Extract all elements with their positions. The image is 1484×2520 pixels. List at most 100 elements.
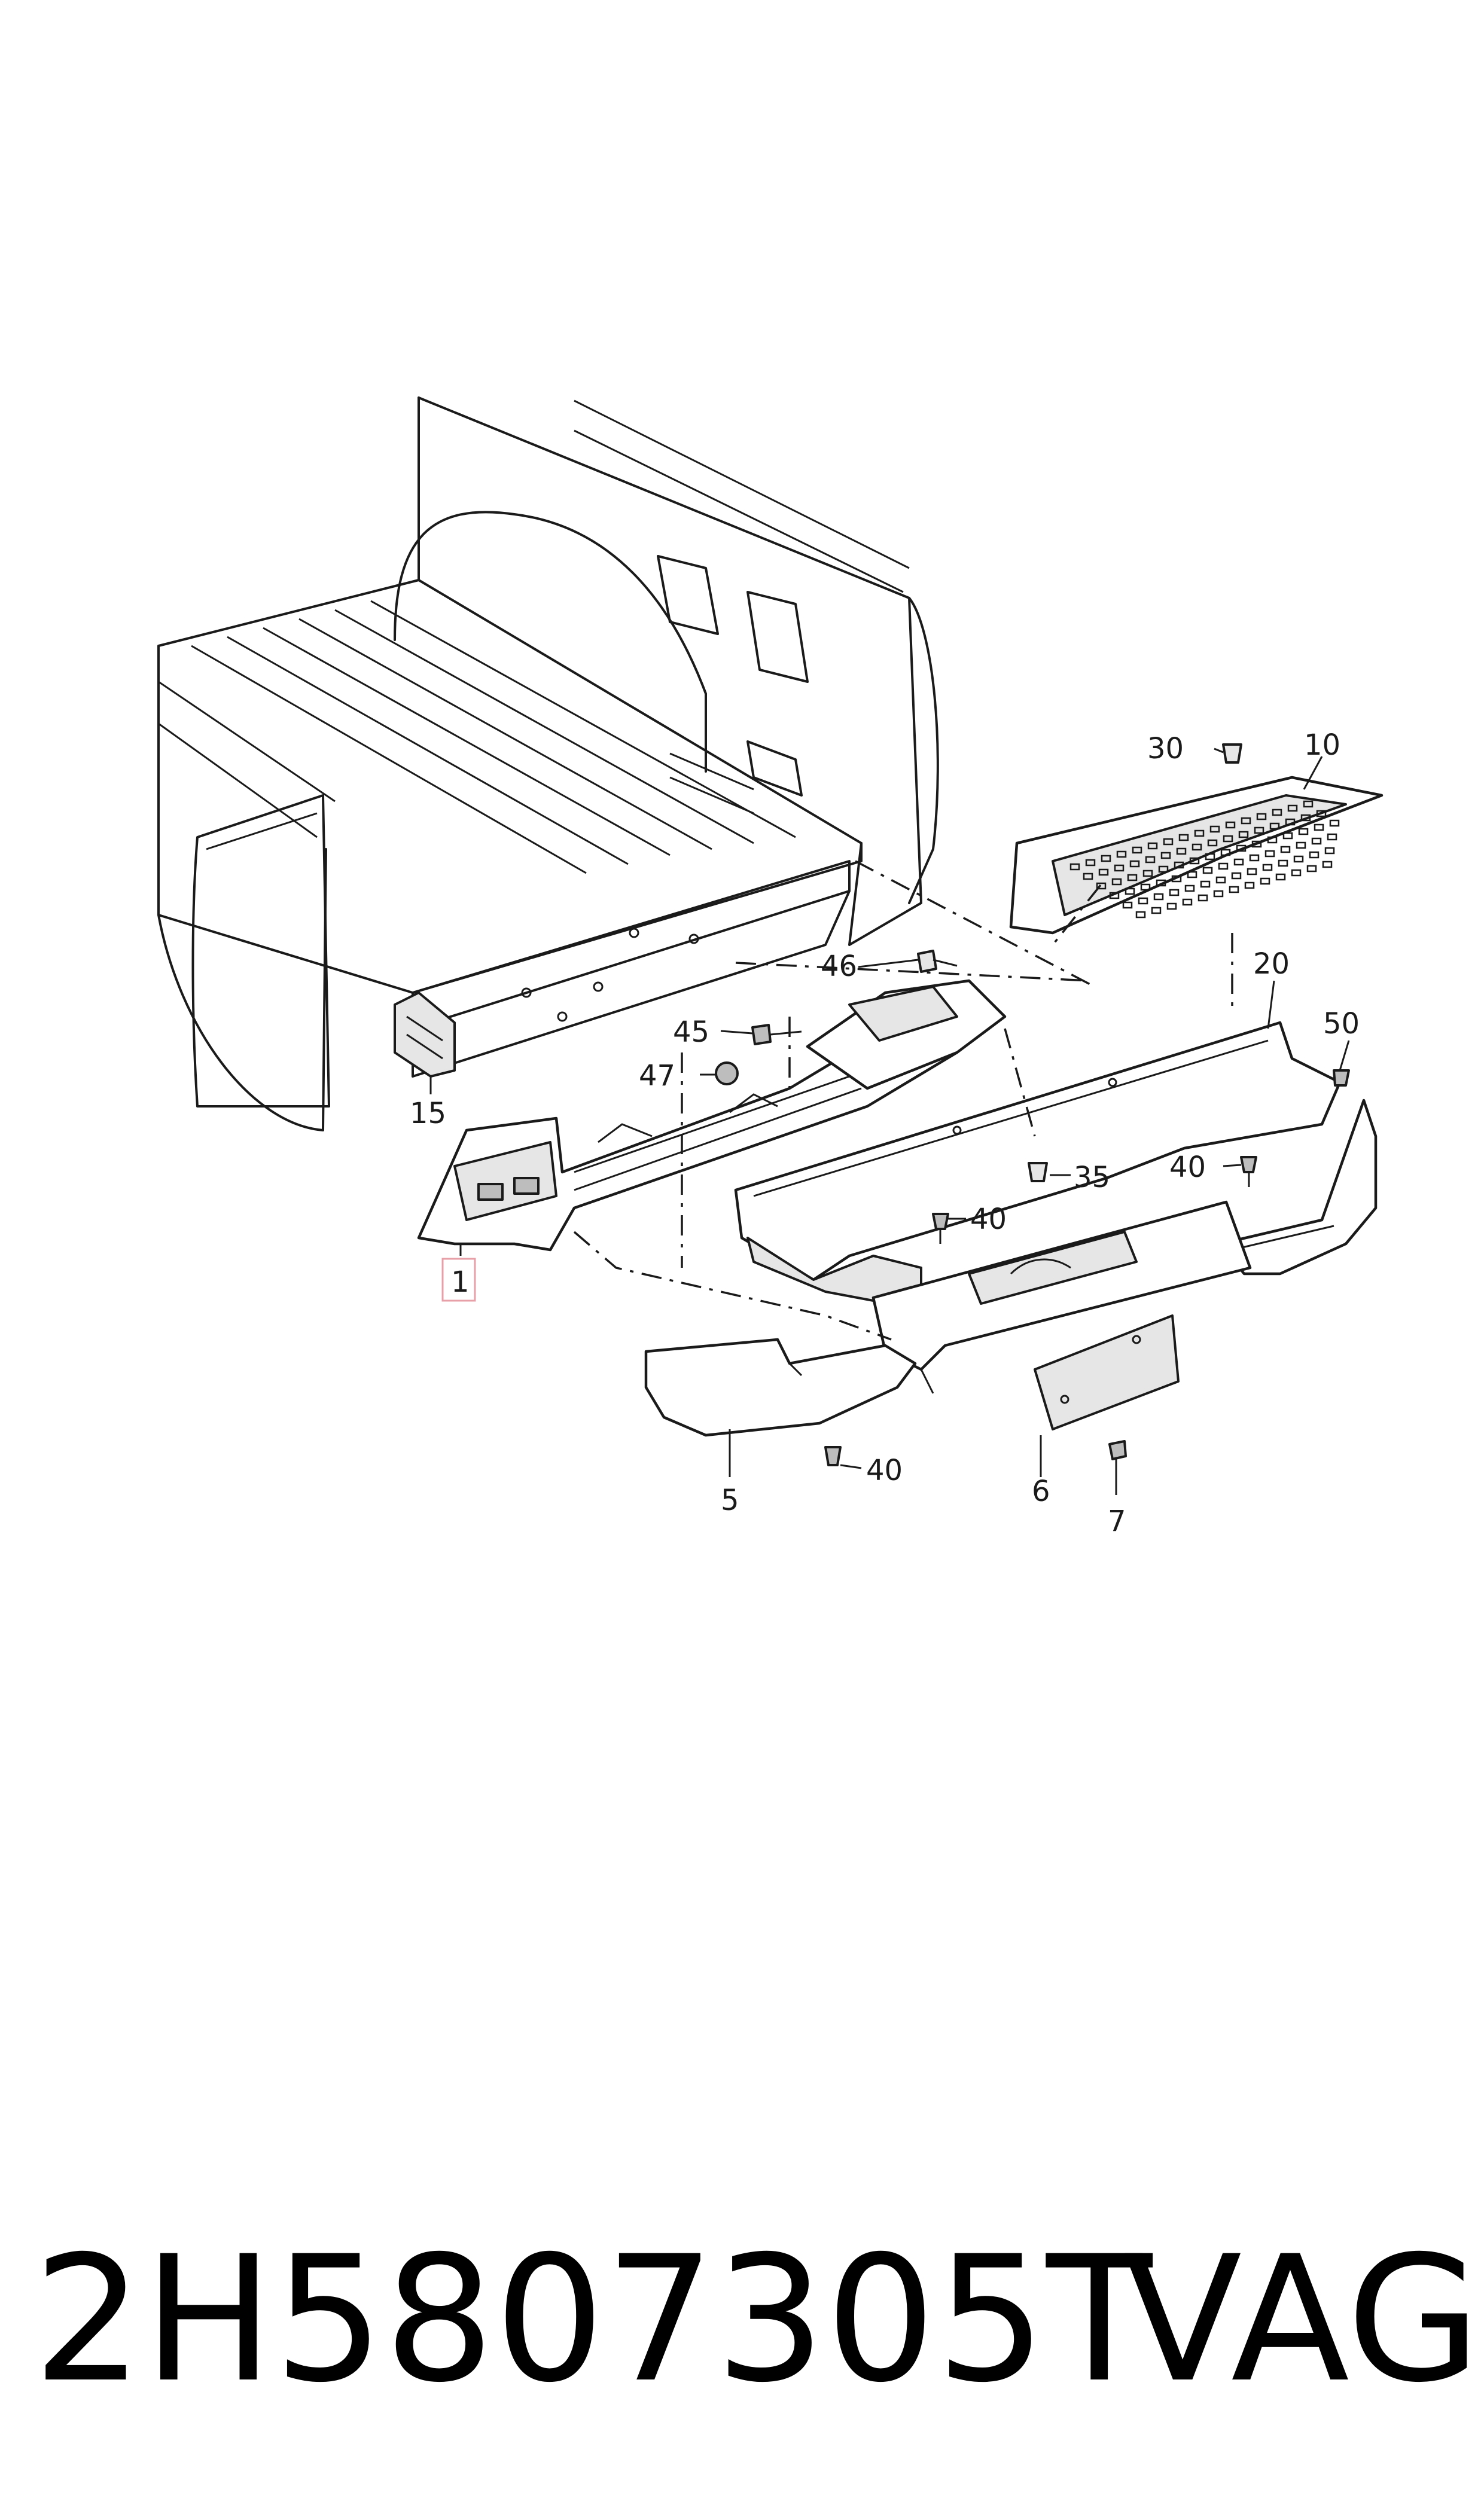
step-pad-hole: [1306, 865, 1317, 872]
step-pad-hole: [1151, 907, 1162, 914]
step-pad-hole: [1282, 832, 1293, 840]
callout-20[interactable]: 20: [1253, 947, 1290, 981]
step-pad-hole: [1096, 882, 1107, 890]
callout-5[interactable]: 5: [721, 1484, 739, 1517]
alignment-lines: [573, 860, 1233, 1341]
step-pad-hole: [1109, 892, 1120, 899]
callout-47[interactable]: 47: [639, 1059, 675, 1093]
part-15-bracket: [394, 991, 456, 1078]
step-pad-hole: [1192, 843, 1202, 851]
step-pad-hole: [1220, 849, 1231, 856]
step-pad-hole: [1197, 894, 1208, 902]
bumper-end-cap-right: [1218, 1099, 1378, 1276]
step-pad-hole: [1184, 884, 1195, 892]
step-pad-hole: [1264, 850, 1275, 858]
step-pad-hole: [1138, 897, 1148, 905]
step-pad-hole: [1156, 879, 1166, 887]
step-pad-hole: [1233, 858, 1244, 866]
part-5-end-cap-left: [644, 1338, 917, 1466]
step-pad-hole: [1085, 859, 1096, 867]
step-pad-hole: [1182, 898, 1193, 906]
step-pad-hole: [1083, 872, 1093, 880]
callout-35[interactable]: 35: [1074, 1161, 1110, 1194]
callout-46[interactable]: 46: [821, 950, 857, 983]
step-pad-hole: [1272, 809, 1282, 816]
step-pad-hole: [1166, 902, 1177, 910]
step-pad-hole: [1189, 857, 1200, 865]
callout-40-right[interactable]: 40: [1169, 1151, 1206, 1184]
step-pad-hole: [1069, 863, 1080, 871]
step-pad-hole: [1171, 875, 1182, 883]
step-pad-hole: [1244, 881, 1255, 889]
step-pad-hole: [1114, 864, 1125, 872]
step-pad-hole: [1174, 861, 1184, 869]
step-pad-hole: [1194, 829, 1205, 837]
fastener-bolts: [715, 950, 958, 1085]
step-pad-hole: [1125, 887, 1135, 895]
step-pad-hole: [1309, 851, 1320, 859]
callout-15[interactable]: 15: [410, 1097, 446, 1130]
step-pad-hole: [1122, 901, 1133, 909]
callout-40-bottom[interactable]: 40: [866, 1454, 903, 1487]
step-pad-hole: [1300, 814, 1311, 822]
step-pad-hole: [1116, 850, 1127, 858]
step-pad-hole: [1176, 847, 1187, 855]
part-20-bumper-cover: [734, 1021, 1350, 1311]
step-pad-hole: [1202, 867, 1213, 874]
step-pad-hole: [1298, 828, 1309, 835]
callout-6[interactable]: 6: [1032, 1475, 1050, 1508]
step-pad-hole: [1291, 869, 1302, 877]
callout-45[interactable]: 45: [673, 1015, 709, 1049]
step-pad-hole: [1223, 835, 1233, 843]
step-pad-hole: [1296, 841, 1306, 849]
callout-7[interactable]: 7: [1108, 1505, 1126, 1538]
step-pad-hole: [1293, 855, 1304, 863]
step-pad-hole: [1169, 889, 1180, 896]
step-pad-hole: [1225, 821, 1236, 829]
step-pad-hole: [1229, 886, 1239, 893]
step-pad-hole: [1324, 847, 1335, 855]
callout-50[interactable]: 50: [1323, 1007, 1360, 1041]
step-pad-hole: [1200, 880, 1211, 888]
step-pad-hole: [1207, 839, 1218, 847]
callout-1[interactable]: 1: [451, 1265, 470, 1299]
step-pad-hole: [1160, 852, 1171, 859]
step-pad-hole: [1158, 865, 1169, 873]
step-pad-hole: [1275, 873, 1286, 881]
step-pad-hole: [1278, 859, 1288, 867]
step-pad-hole: [1101, 855, 1111, 862]
step-pad-hole: [1327, 833, 1337, 841]
step-pad-hole: [1147, 842, 1158, 850]
step-pad-hole: [1231, 872, 1242, 880]
step-pad-hole: [1303, 800, 1314, 808]
step-pad-hole: [1140, 883, 1151, 891]
step-pad-hole: [1205, 853, 1215, 861]
step-pad-hole: [1153, 893, 1164, 901]
step-pad-hole: [1256, 813, 1267, 820]
callout-labels: 1 5 6 7 10 15 20 30 35 40 40 40 45 46 47…: [410, 728, 1360, 1538]
step-pad-hole: [1280, 846, 1291, 853]
step-pad-hole: [1163, 838, 1174, 846]
step-pad-hole: [1285, 818, 1296, 826]
callout-30[interactable]: 30: [1147, 732, 1184, 765]
part-10-step-pad: [1009, 743, 1384, 935]
step-pad-hole: [1213, 890, 1224, 898]
step-pad-hole: [1322, 861, 1333, 868]
step-pad-hole: [1329, 819, 1340, 827]
callout-10[interactable]: 10: [1304, 728, 1340, 762]
step-pad-hole: [1262, 864, 1273, 871]
part-7-screw: [1108, 1440, 1127, 1460]
step-pad-hole: [1267, 836, 1278, 844]
step-pad-hole: [1241, 817, 1251, 825]
callout-leaders: [429, 748, 1350, 1495]
callout-1-highlight-box: [441, 1258, 476, 1302]
truck-bed-illustration: [157, 396, 939, 1131]
step-pad-hole: [1236, 844, 1247, 852]
part-number-label: 2H5807305T: [33, 2219, 1153, 2421]
step-pad-hole: [1316, 810, 1327, 817]
callout-40-center[interactable]: 40: [970, 1203, 1007, 1236]
step-pad-hole: [1260, 877, 1270, 885]
part-6-cover-plate: [1034, 1314, 1180, 1430]
